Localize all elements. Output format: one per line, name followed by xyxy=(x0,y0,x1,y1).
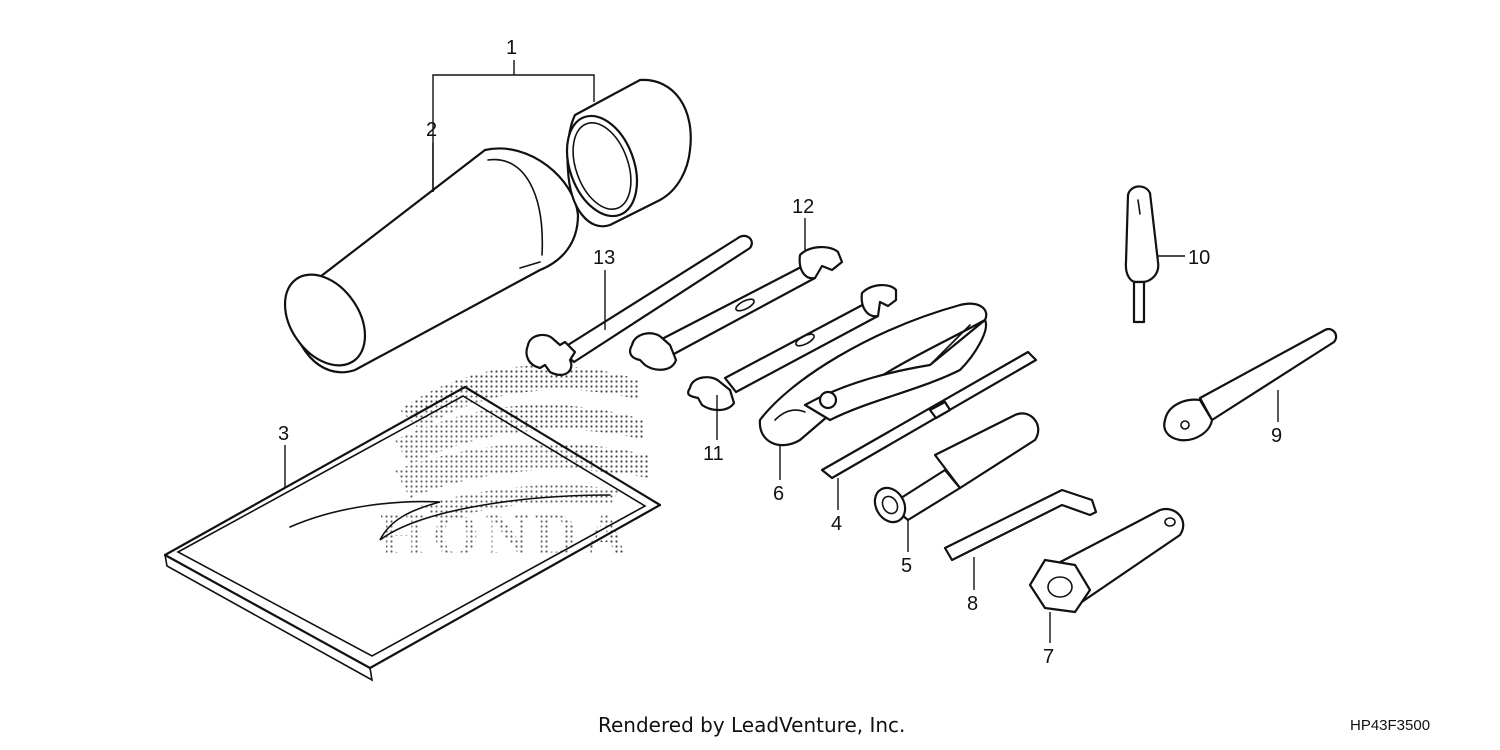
callout-6: 6 xyxy=(773,483,784,505)
callout-9: 9 xyxy=(1271,425,1282,447)
callout-10: 10 xyxy=(1188,247,1210,269)
callout-8: 8 xyxy=(967,593,978,615)
tool-case-cap-part xyxy=(565,78,692,228)
callout-1: 1 xyxy=(506,37,517,59)
leader-lines xyxy=(284,60,1279,643)
honda-wing-watermark: HONDA xyxy=(380,365,648,568)
document-bag-part xyxy=(163,385,662,682)
pliers-part xyxy=(758,302,988,447)
screwdriver-shaft-part xyxy=(820,350,1038,480)
small-screwdriver-part xyxy=(1124,185,1160,324)
spark-plug-wrench-part xyxy=(1028,507,1185,614)
callout-5: 5 xyxy=(901,555,912,577)
honda-watermark-text: HONDA xyxy=(380,502,633,568)
long-wrench-part xyxy=(525,234,753,376)
callout-11: 11 xyxy=(703,443,724,465)
open-end-wrench-11-part xyxy=(687,284,898,412)
callout-3: 3 xyxy=(278,423,289,445)
tool-case-part xyxy=(283,147,580,374)
open-end-wrench-12-part xyxy=(629,246,844,371)
hex-key-part xyxy=(943,488,1098,562)
callout-13: 13 xyxy=(593,247,615,269)
callout-4: 4 xyxy=(831,513,842,535)
callout-2: 2 xyxy=(426,119,437,141)
credit-text: Rendered by LeadVenture, Inc. xyxy=(598,713,905,737)
callout-7: 7 xyxy=(1043,646,1054,668)
callout-12: 12 xyxy=(792,196,814,218)
drawing-code: HP43F3500 xyxy=(1350,717,1430,734)
screwdriver-handle-part xyxy=(873,412,1040,524)
callouts: 1 2 3 4 5 6 7 8 9 10 11 12 13 xyxy=(278,37,1282,668)
pin-spanner-part xyxy=(1163,327,1338,442)
